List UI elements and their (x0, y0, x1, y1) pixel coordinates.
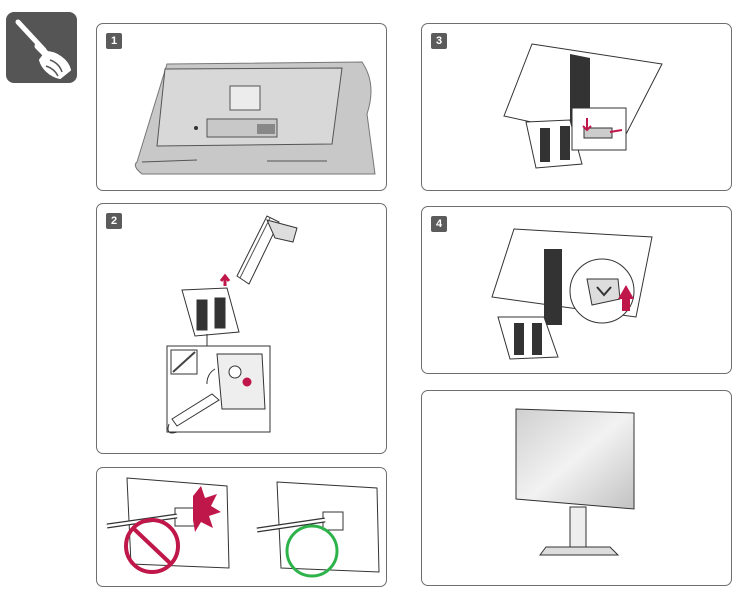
cable-warning-panel (96, 467, 387, 587)
step-4-panel: 4 (421, 206, 732, 374)
step-3-panel: 3 (421, 23, 732, 191)
step-badge: 4 (431, 216, 447, 232)
do-not-overtighten-illustration (106, 477, 380, 578)
step-badge: 3 (431, 33, 447, 49)
step-badge: 2 (106, 213, 122, 229)
tighten-screw-illustration (491, 228, 653, 360)
step-1-panel: 1 (96, 23, 387, 191)
step-2-panel: 2 (96, 203, 387, 454)
stand-assembly-illustration (166, 215, 298, 434)
monitor-on-cushion-illustration (134, 61, 376, 175)
assembled-monitor-panel (421, 390, 732, 586)
attach-stand-illustration (503, 43, 663, 169)
assembled-monitor-illustration (515, 408, 635, 556)
step-badge: 1 (106, 33, 122, 49)
screwdriver-hand-icon (6, 12, 77, 83)
